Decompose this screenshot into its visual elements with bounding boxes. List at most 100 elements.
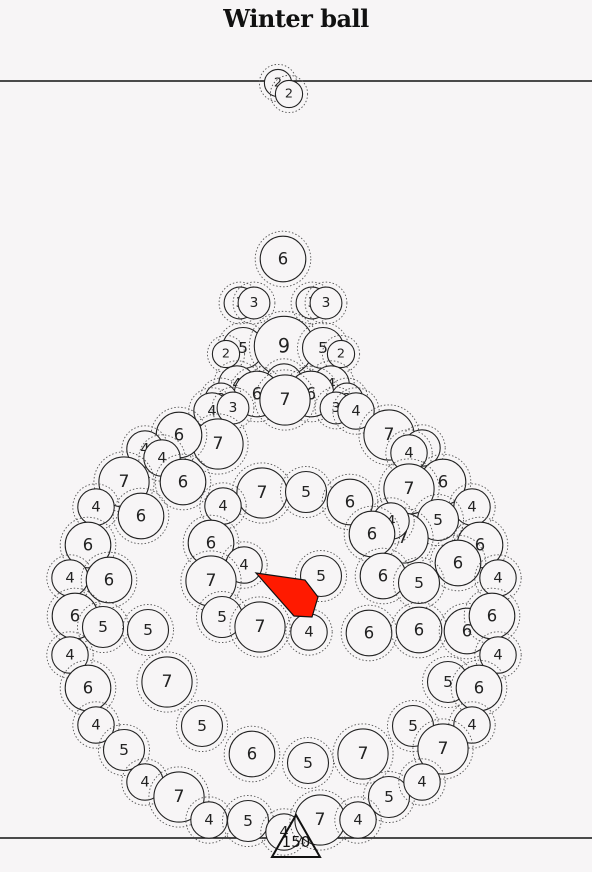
ball-number: 6 xyxy=(247,745,257,764)
ball-ring xyxy=(429,534,487,592)
ball-circle xyxy=(259,235,307,283)
ball[interactable]: 5 xyxy=(98,724,150,776)
ball-circle xyxy=(159,458,207,506)
ball[interactable]: 6 xyxy=(59,516,117,574)
ball[interactable]: 5 xyxy=(393,557,445,609)
selection-polygon xyxy=(254,572,319,618)
ball-circle xyxy=(395,606,443,654)
ball-ring xyxy=(232,281,276,325)
ball-ring xyxy=(332,387,380,435)
ball[interactable]: 7 xyxy=(378,458,440,520)
ball-circle xyxy=(226,799,270,843)
ball-circle xyxy=(339,801,377,839)
ball[interactable]: 6 xyxy=(340,604,398,662)
launcher-triangle-icon[interactable] xyxy=(270,812,322,858)
ball[interactable]: 4 xyxy=(72,701,120,749)
ball-number: 4 xyxy=(467,717,476,734)
ball[interactable]: 6 xyxy=(254,230,312,288)
ball[interactable]: 6 xyxy=(112,487,170,545)
ball-number: 6 xyxy=(70,607,80,626)
ball-ring xyxy=(332,723,394,785)
ball-number: 6 xyxy=(378,567,388,586)
ball[interactable]: 3 xyxy=(211,386,255,430)
ball-circle xyxy=(397,561,441,605)
ball[interactable]: 7 xyxy=(231,462,293,524)
launcher[interactable]: 150 xyxy=(270,812,322,858)
ball-number: 2 xyxy=(337,347,345,362)
ball-number: 6 xyxy=(206,534,216,553)
ball-number: 6 xyxy=(367,525,377,544)
score-text: 150 xyxy=(282,833,311,851)
ball-circle xyxy=(337,728,389,780)
ball-number: 6 xyxy=(278,250,288,269)
ball-number: 7 xyxy=(119,472,130,492)
ball[interactable]: 5 xyxy=(176,700,228,752)
ball-ring xyxy=(414,453,472,511)
ball-circle xyxy=(234,601,286,653)
ball-number: 4 xyxy=(353,812,362,829)
ball[interactable]: 5 xyxy=(412,494,464,546)
ball[interactable]: 6 xyxy=(223,725,281,783)
ball[interactable]: 3 xyxy=(232,281,276,325)
ball-number: 5 xyxy=(303,754,313,772)
ball[interactable]: 6 xyxy=(463,587,521,645)
ball-number: 5 xyxy=(408,717,418,735)
ball-number: 6 xyxy=(474,679,484,698)
ball[interactable]: 4 xyxy=(334,796,382,844)
ball[interactable]: 4 xyxy=(398,758,446,806)
ball-number: 5 xyxy=(384,788,394,806)
ball[interactable]: 4 xyxy=(474,554,522,602)
ball-ring xyxy=(448,701,496,749)
ball-number: 9 xyxy=(278,335,290,358)
ball-circle xyxy=(228,730,276,778)
ball[interactable]: 7 xyxy=(229,596,291,658)
ball[interactable]: 6 xyxy=(450,659,508,717)
ball[interactable]: 3 xyxy=(304,281,348,325)
ball[interactable]: 6 xyxy=(343,505,401,563)
ball-circle xyxy=(274,79,304,109)
ball-ring xyxy=(372,507,434,569)
ball-ring xyxy=(59,516,117,574)
ball[interactable]: 7 xyxy=(180,550,242,612)
ball[interactable]: 6 xyxy=(154,453,212,511)
ball-circle xyxy=(237,286,271,320)
ball-ring xyxy=(412,718,474,780)
ball-circle xyxy=(479,636,517,674)
ball[interactable]: 7 xyxy=(332,723,394,785)
ball[interactable]: 4 xyxy=(474,631,522,679)
ball-number: 3 xyxy=(322,295,331,311)
ball[interactable]: 5 xyxy=(295,550,347,602)
ball[interactable]: 7 xyxy=(136,651,198,713)
ball-number: 6 xyxy=(414,621,424,640)
ball-number: 4 xyxy=(65,647,74,664)
ball-number: 6 xyxy=(83,536,93,555)
ball[interactable]: 6 xyxy=(59,659,117,717)
ball-ring xyxy=(223,725,281,783)
ball[interactable]: 7 xyxy=(254,369,316,431)
ball[interactable]: 5 xyxy=(122,604,174,656)
ball-circle xyxy=(180,704,224,748)
ball-number: 7 xyxy=(358,744,369,764)
ball[interactable]: 6 xyxy=(80,551,138,609)
ball[interactable]: 4 xyxy=(285,608,333,656)
ball[interactable]: 5 xyxy=(282,737,334,789)
ball[interactable]: 5 xyxy=(222,795,274,847)
ball-circle xyxy=(326,339,356,369)
ball-number: 4 xyxy=(493,647,502,664)
ball-number: 5 xyxy=(143,621,153,639)
ball-number: 6 xyxy=(136,507,146,526)
ball[interactable]: 4 xyxy=(332,387,380,435)
ball[interactable]: 5 xyxy=(280,466,332,518)
ball-number: 3 xyxy=(229,400,238,416)
ball-number: 5 xyxy=(414,574,424,592)
ball-number: 4 xyxy=(351,403,360,420)
ball-circle xyxy=(102,728,146,772)
ball-circle xyxy=(153,771,205,823)
ball-number: 4 xyxy=(279,824,288,841)
ball[interactable]: 6 xyxy=(182,514,240,572)
ball[interactable]: 9 xyxy=(248,310,320,382)
ball[interactable]: 6 xyxy=(390,601,448,659)
ball[interactable]: 2 xyxy=(269,74,309,114)
ball[interactable]: 7 xyxy=(412,718,474,780)
